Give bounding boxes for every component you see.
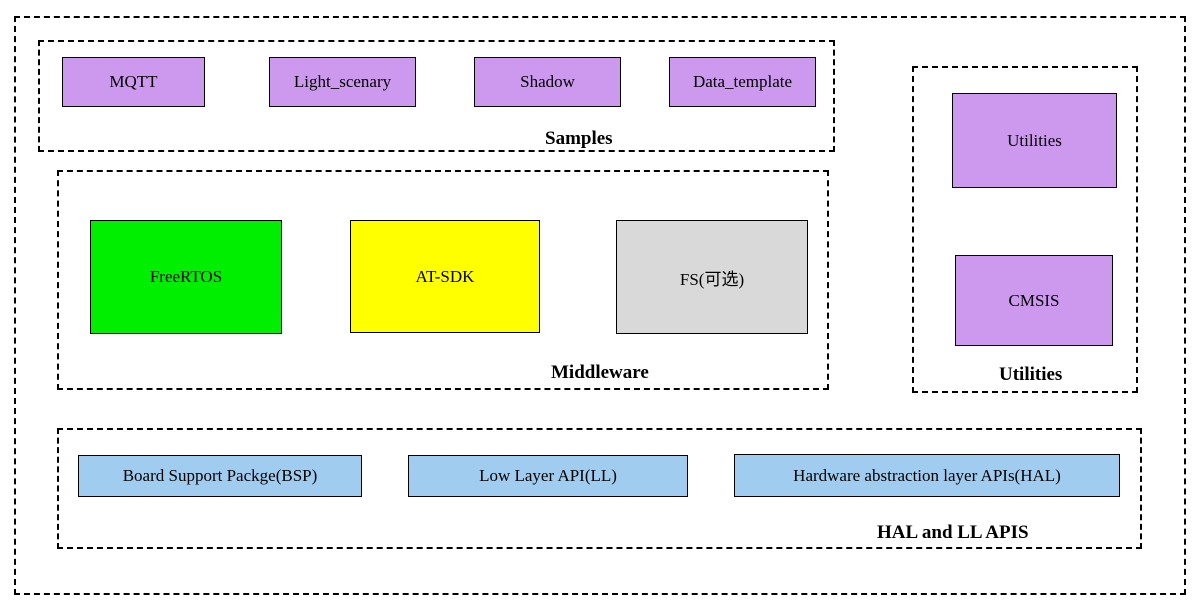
node-low-layer-api: Low Layer API(LL) [408, 455, 688, 497]
node-light-scenary: Light_scenary [269, 57, 416, 107]
hal-section: HAL and LL APIS [57, 428, 1142, 549]
node-fs-optional: FS(可选) [616, 220, 808, 334]
node-data-template: Data_template [669, 57, 816, 107]
node-mqtt: MQTT [62, 57, 205, 107]
middleware-section-label: Middleware [551, 362, 649, 383]
outer-border [14, 16, 1186, 595]
node-shadow: Shadow [474, 57, 621, 107]
node-freertos: FreeRTOS [90, 220, 282, 334]
node-hal-api: Hardware abstraction layer APIs(HAL) [734, 454, 1120, 497]
node-bsp: Board Support Packge(BSP) [78, 455, 362, 497]
samples-section: Samples [38, 40, 835, 152]
middleware-section: Middleware [57, 170, 829, 390]
utilities-section: Utilities [912, 66, 1138, 393]
node-at-sdk: AT-SDK [350, 220, 540, 333]
samples-section-label: Samples [545, 128, 613, 149]
node-utilities: Utilities [952, 93, 1117, 188]
node-cmsis: CMSIS [955, 255, 1113, 346]
utilities-section-label: Utilities [999, 364, 1063, 385]
hal-section-label: HAL and LL APIS [877, 522, 1029, 543]
